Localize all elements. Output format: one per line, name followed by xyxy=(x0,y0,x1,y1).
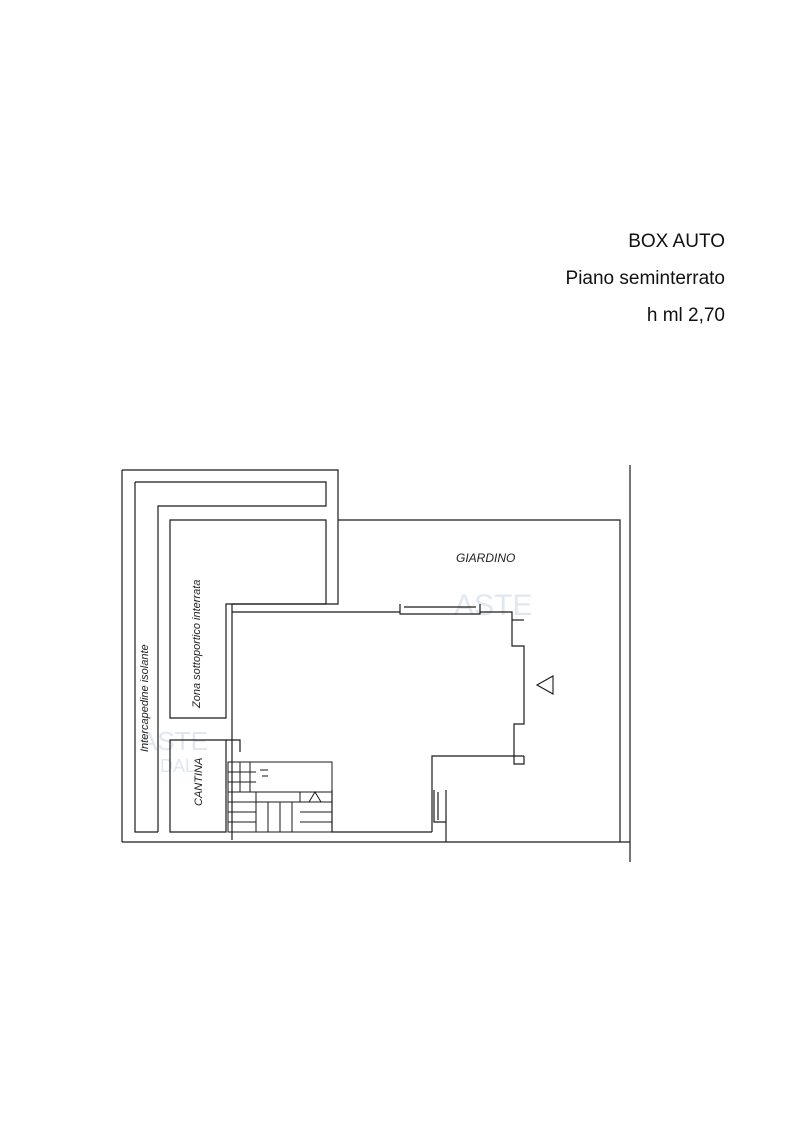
portico-label: Zona sottoportico interrata xyxy=(191,580,203,709)
watermark-text-b: ASTE xyxy=(140,726,208,756)
entrance-arrow-icon xyxy=(535,675,554,695)
watermark: ASTE ASTE DAL xyxy=(140,589,532,776)
walls xyxy=(121,465,631,862)
floor-label: Piano seminterrato xyxy=(565,268,725,289)
cavity-label: Intercapedine isolante xyxy=(139,644,151,752)
watermark-text-a: ASTE xyxy=(454,589,532,622)
watermark-text-c: DAL xyxy=(160,756,195,776)
height-label: h ml 2,70 xyxy=(646,305,725,326)
staircase xyxy=(227,761,333,833)
garden-label: GIARDINO xyxy=(456,551,515,565)
page-title: BOX AUTO xyxy=(628,231,725,252)
stair-arrow-icon xyxy=(308,791,322,803)
cellar-label: CANTINA xyxy=(193,758,205,806)
title-block: BOX AUTO Piano seminterrato h ml 2,70 xyxy=(566,232,725,343)
